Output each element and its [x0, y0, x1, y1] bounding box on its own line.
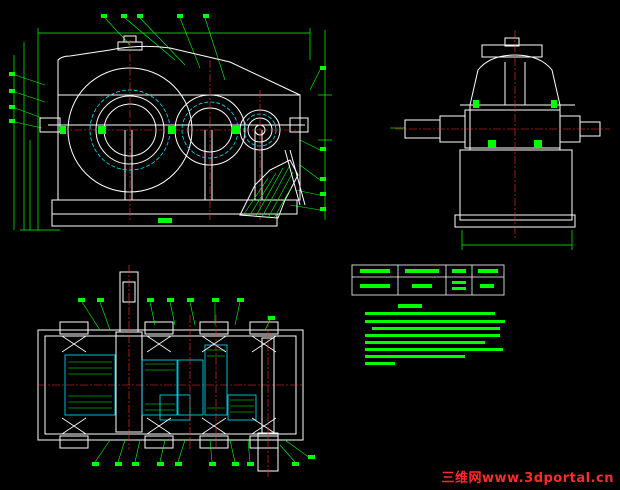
top-view-centerlines [128, 265, 269, 478]
side-view-centerlines [395, 30, 610, 240]
front-view-section [239, 159, 299, 219]
front-view-dimensions [13, 28, 332, 231]
front-view-tags [9, 14, 326, 223]
parameter-table-marks [360, 269, 498, 290]
front-view-housing [39, 45, 309, 227]
technical-notes [365, 304, 505, 365]
top-view-housing [37, 321, 304, 449]
front-view-centerlines [60, 40, 300, 220]
top-view-gears [64, 344, 257, 421]
watermark-text: 三维网www.3dportal.cn [441, 471, 614, 486]
oil-dipstick [284, 149, 306, 206]
side-view-dimensions [390, 127, 573, 250]
side-view [390, 30, 610, 250]
front-view [9, 14, 332, 231]
front-view-leaders [14, 17, 321, 211]
top-view-bearings [61, 335, 277, 435]
top-view-leaders [81, 301, 311, 463]
top-view-hatching [68, 349, 254, 413]
top-view-tags [78, 298, 315, 466]
front-view-bolts [60, 126, 240, 134]
parameter-table [351, 264, 505, 296]
top-view [37, 265, 315, 478]
side-view-bolts [473, 100, 557, 148]
